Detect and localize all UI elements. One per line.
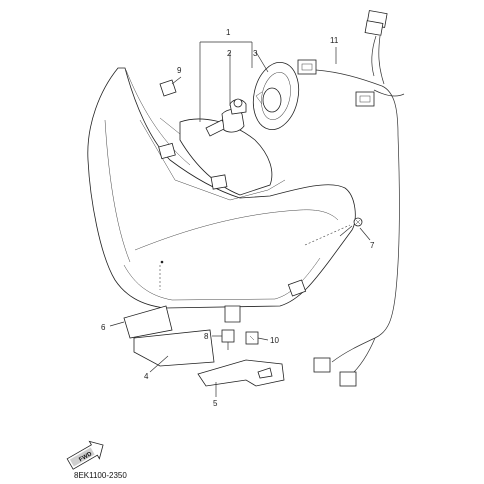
- fwd-arrow-icon: FWD: [66, 440, 104, 470]
- callout-4: 4: [144, 372, 149, 381]
- callout-10: 10: [270, 336, 279, 345]
- bracket-part-5: [197, 359, 285, 387]
- plate-part-4: [133, 329, 215, 367]
- bolt-part-8: [212, 329, 235, 350]
- gasket-part-6: [123, 305, 173, 339]
- screw-part-7: [339, 217, 363, 237]
- nut-part-10: [245, 331, 259, 345]
- callout-7: 7: [370, 241, 375, 250]
- callout-9: 9: [177, 66, 182, 75]
- callout-1: 1: [226, 28, 231, 37]
- callout-6: 6: [101, 323, 106, 332]
- bulb-part-2: [205, 98, 247, 137]
- callout-8: 8: [204, 332, 209, 341]
- callout-5: 5: [213, 399, 218, 408]
- leader-lines: [109, 41, 371, 397]
- headlight-shell: [87, 67, 356, 309]
- callout-labels: 1 2 3 9 11 7 6 8 10 4 5: [101, 28, 375, 408]
- bulb-cover-part-3: [252, 62, 300, 130]
- callout-11: 11: [330, 36, 339, 45]
- diagram-code: 8EK1100-2350: [74, 471, 127, 480]
- callout-3: 3: [253, 49, 258, 58]
- headlight-assembly: [87, 67, 356, 323]
- callout-2: 2: [227, 49, 232, 58]
- wire-harness-part-11: [297, 10, 405, 387]
